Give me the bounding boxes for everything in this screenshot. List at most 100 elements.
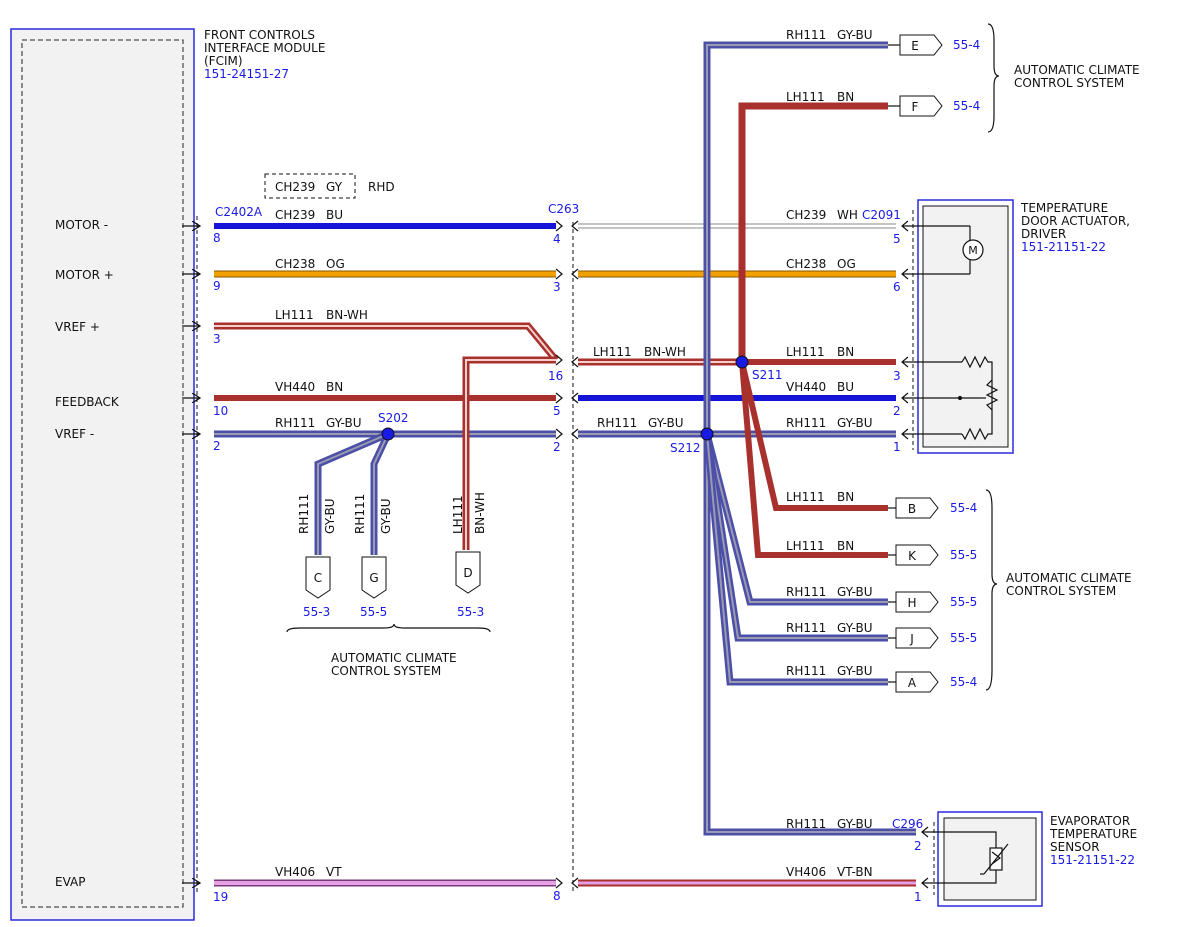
tda-pin-num: 5 xyxy=(893,232,901,246)
splice-s211-dot[interactable] xyxy=(735,355,749,369)
wire-label-circuit: RH111 xyxy=(786,664,826,678)
rhd-color: GY xyxy=(326,180,343,194)
tda-name-line3: DRIVER xyxy=(1021,227,1066,241)
wires-s212-branches xyxy=(703,433,888,686)
flag-j[interactable]: J 55-5 xyxy=(895,627,977,649)
brace-right xyxy=(985,489,998,691)
wire-label-color: BU xyxy=(326,208,343,222)
fcim-pin-num: 8 xyxy=(213,231,221,245)
tda-pin-arrows xyxy=(901,220,978,440)
wire-label-circuit: CH239 xyxy=(786,208,826,222)
flag-arrows xyxy=(888,44,900,683)
c263-pin-num: 2 xyxy=(553,440,561,454)
splice-s202-label[interactable]: S202 xyxy=(378,411,409,425)
wire-label-circuit: LH111 xyxy=(786,490,825,504)
connector-c263[interactable]: C263 xyxy=(548,202,579,216)
c296-pin-num: 2 xyxy=(914,839,922,853)
wire-label-circuit: RH111 xyxy=(297,494,311,534)
flag-ref[interactable]: 55-5 xyxy=(950,548,977,562)
flag-c[interactable]: C 55-3 xyxy=(303,556,331,619)
wire-label-circuit: VH406 xyxy=(275,865,315,879)
wire-label-color: GY-BU xyxy=(379,498,393,534)
wire-label-color: GY-BU xyxy=(837,28,873,42)
wire-label-circuit: RH111 xyxy=(786,621,826,635)
connector-c2402a[interactable]: C2402A xyxy=(215,205,263,219)
potentiometer-icon xyxy=(957,355,999,441)
wire-label-color: BN-WH xyxy=(326,308,368,322)
splice-s212-dot[interactable] xyxy=(700,427,714,441)
wire-label-color: WH xyxy=(837,208,858,222)
evap-sensor-label: EVAPORATOR TEMPERATURE SENSOR 151-21151-… xyxy=(1049,814,1137,867)
flag-letter: E xyxy=(911,39,919,53)
flag-letter: D xyxy=(463,566,472,580)
flag-d[interactable]: D 55-3 xyxy=(455,551,484,619)
wires-left xyxy=(214,223,559,887)
wire-label-color: BN xyxy=(326,380,343,394)
pin-vref-minus: VREF - xyxy=(55,427,94,441)
wire-label-color: BN xyxy=(837,490,854,504)
wire-label-circuit: LH111 xyxy=(275,308,314,322)
wire-label-color: GY-BU xyxy=(837,585,873,599)
acc-bottom-line2: CONTROL SYSTEM xyxy=(331,664,441,678)
flag-g[interactable]: G 55-5 xyxy=(360,556,387,619)
wire-label-color: BN xyxy=(837,539,854,553)
c263-pin-numbers: 4 3 16 5 2 8 xyxy=(548,232,563,903)
tda-pin-numbers: 5 6 3 2 1 xyxy=(893,232,901,454)
acc-top-line1: AUTOMATIC CLIMATE xyxy=(1014,63,1140,77)
tda-module xyxy=(912,199,1014,454)
pin-vref-plus: VREF + xyxy=(55,320,100,334)
flag-ref[interactable]: 55-4 xyxy=(953,38,980,52)
flag-ref[interactable]: 55-4 xyxy=(950,501,977,515)
fcim-name-line2: INTERFACE MODULE xyxy=(204,41,325,55)
tda-pin-num: 6 xyxy=(893,280,901,294)
acc-right-line1: AUTOMATIC CLIMATE xyxy=(1006,571,1132,585)
motor-icon: M xyxy=(962,226,984,274)
flag-ref[interactable]: 55-3 xyxy=(457,605,484,619)
brace-bottom xyxy=(286,623,491,633)
flag-a[interactable]: A 55-4 xyxy=(895,671,977,693)
flag-ref[interactable]: 55-5 xyxy=(360,605,387,619)
fcim-name-line1: FRONT CONTROLS xyxy=(204,28,315,42)
acc-right-label: AUTOMATIC CLIMATE CONTROL SYSTEM xyxy=(1006,571,1132,598)
fcim-ref[interactable]: 151-24151-27 xyxy=(204,67,289,81)
wires-s211-branches xyxy=(739,361,888,558)
fcim-pin-num: 9 xyxy=(213,279,221,293)
flag-ref[interactable]: 55-4 xyxy=(953,99,980,113)
motor-symbol: M xyxy=(968,244,978,257)
wire-label-color: GY-BU xyxy=(837,621,873,635)
evap-ref[interactable]: 151-21151-22 xyxy=(1050,853,1135,867)
fcim-label: FRONT CONTROLS INTERFACE MODULE (FCIM) 1… xyxy=(204,28,325,81)
splice-s212-label[interactable]: S212 xyxy=(670,441,701,455)
wire-label-circuit: CH239 xyxy=(275,208,315,222)
c263-pin-num: 4 xyxy=(553,232,561,246)
wire-label-circuit: RH111 xyxy=(786,817,826,831)
flag-b[interactable]: B 55-4 xyxy=(895,497,977,519)
connector-c296[interactable]: C296 xyxy=(892,817,923,831)
fcim-pin-num: 2 xyxy=(213,439,221,453)
wire-label-color: OG xyxy=(837,257,856,271)
flag-ref[interactable]: 55-5 xyxy=(950,595,977,609)
flag-f[interactable]: F 55-4 xyxy=(899,95,980,117)
flag-k[interactable]: K 55-5 xyxy=(895,544,977,566)
wire-label-circuit: LH111 xyxy=(786,345,825,359)
flag-ref[interactable]: 55-5 xyxy=(950,631,977,645)
vertical-wire-labels: RH111 GY-BU RH111 GY-BU LH111 BN-WH xyxy=(297,492,487,534)
acc-right-line2: CONTROL SYSTEM xyxy=(1006,584,1116,598)
flag-ref[interactable]: 55-3 xyxy=(303,605,330,619)
splice-s211-label[interactable]: S211 xyxy=(752,368,783,382)
connector-c2091[interactable]: C2091 xyxy=(862,208,901,222)
splice-s202-dot[interactable] xyxy=(381,427,395,441)
tda-ref[interactable]: 151-21151-22 xyxy=(1021,240,1106,254)
flag-letter: K xyxy=(908,549,917,563)
wire-label-circuit: VH440 xyxy=(786,380,826,394)
flag-letter: G xyxy=(369,571,378,585)
flag-e[interactable]: E 55-4 xyxy=(899,34,980,56)
wire-label-color: BU xyxy=(837,380,854,394)
flag-h[interactable]: H 55-5 xyxy=(895,591,977,613)
flag-letter: H xyxy=(907,596,916,610)
tda-pin-num: 2 xyxy=(893,404,901,418)
wire-label-circuit: CH238 xyxy=(275,257,315,271)
c263-pin-num: 3 xyxy=(553,280,561,294)
wire-label-color: GY-BU xyxy=(648,416,684,430)
flag-ref[interactable]: 55-4 xyxy=(950,675,977,689)
